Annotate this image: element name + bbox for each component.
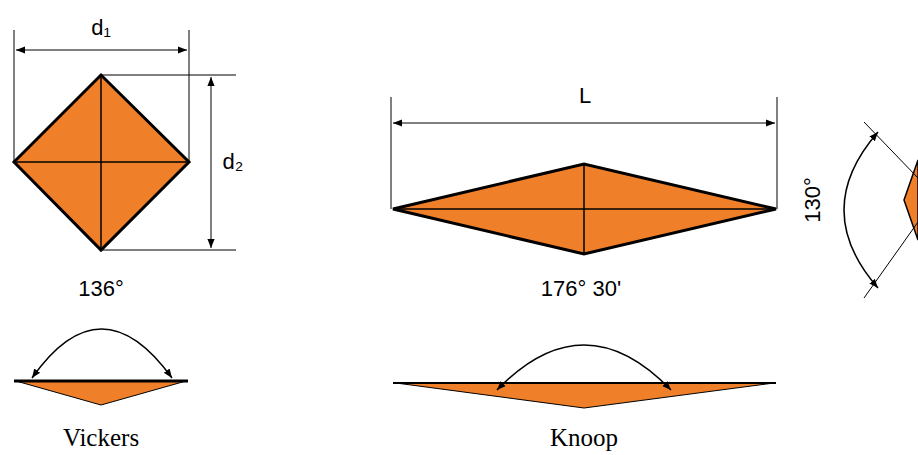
- indenter-name: Knoop: [550, 425, 618, 450]
- dimension-label: d₂: [223, 151, 244, 173]
- indenter-name: Vickers: [63, 425, 139, 450]
- dimension-label: L: [579, 85, 591, 107]
- knoop-side-profile: [844, 122, 918, 298]
- vickers-dimensions: [14, 30, 236, 250]
- vickers-impression: [14, 75, 189, 250]
- knoop-dimensions: [391, 97, 777, 209]
- angle-label: 176° 30': [541, 278, 621, 300]
- angle-label: 136°: [78, 278, 124, 300]
- dimension-label: d₁: [91, 17, 111, 39]
- vickers-profile: [14, 329, 188, 405]
- angle-label: 130°: [802, 177, 824, 223]
- knoop-impression: [393, 164, 776, 254]
- knoop-profile: [393, 345, 776, 408]
